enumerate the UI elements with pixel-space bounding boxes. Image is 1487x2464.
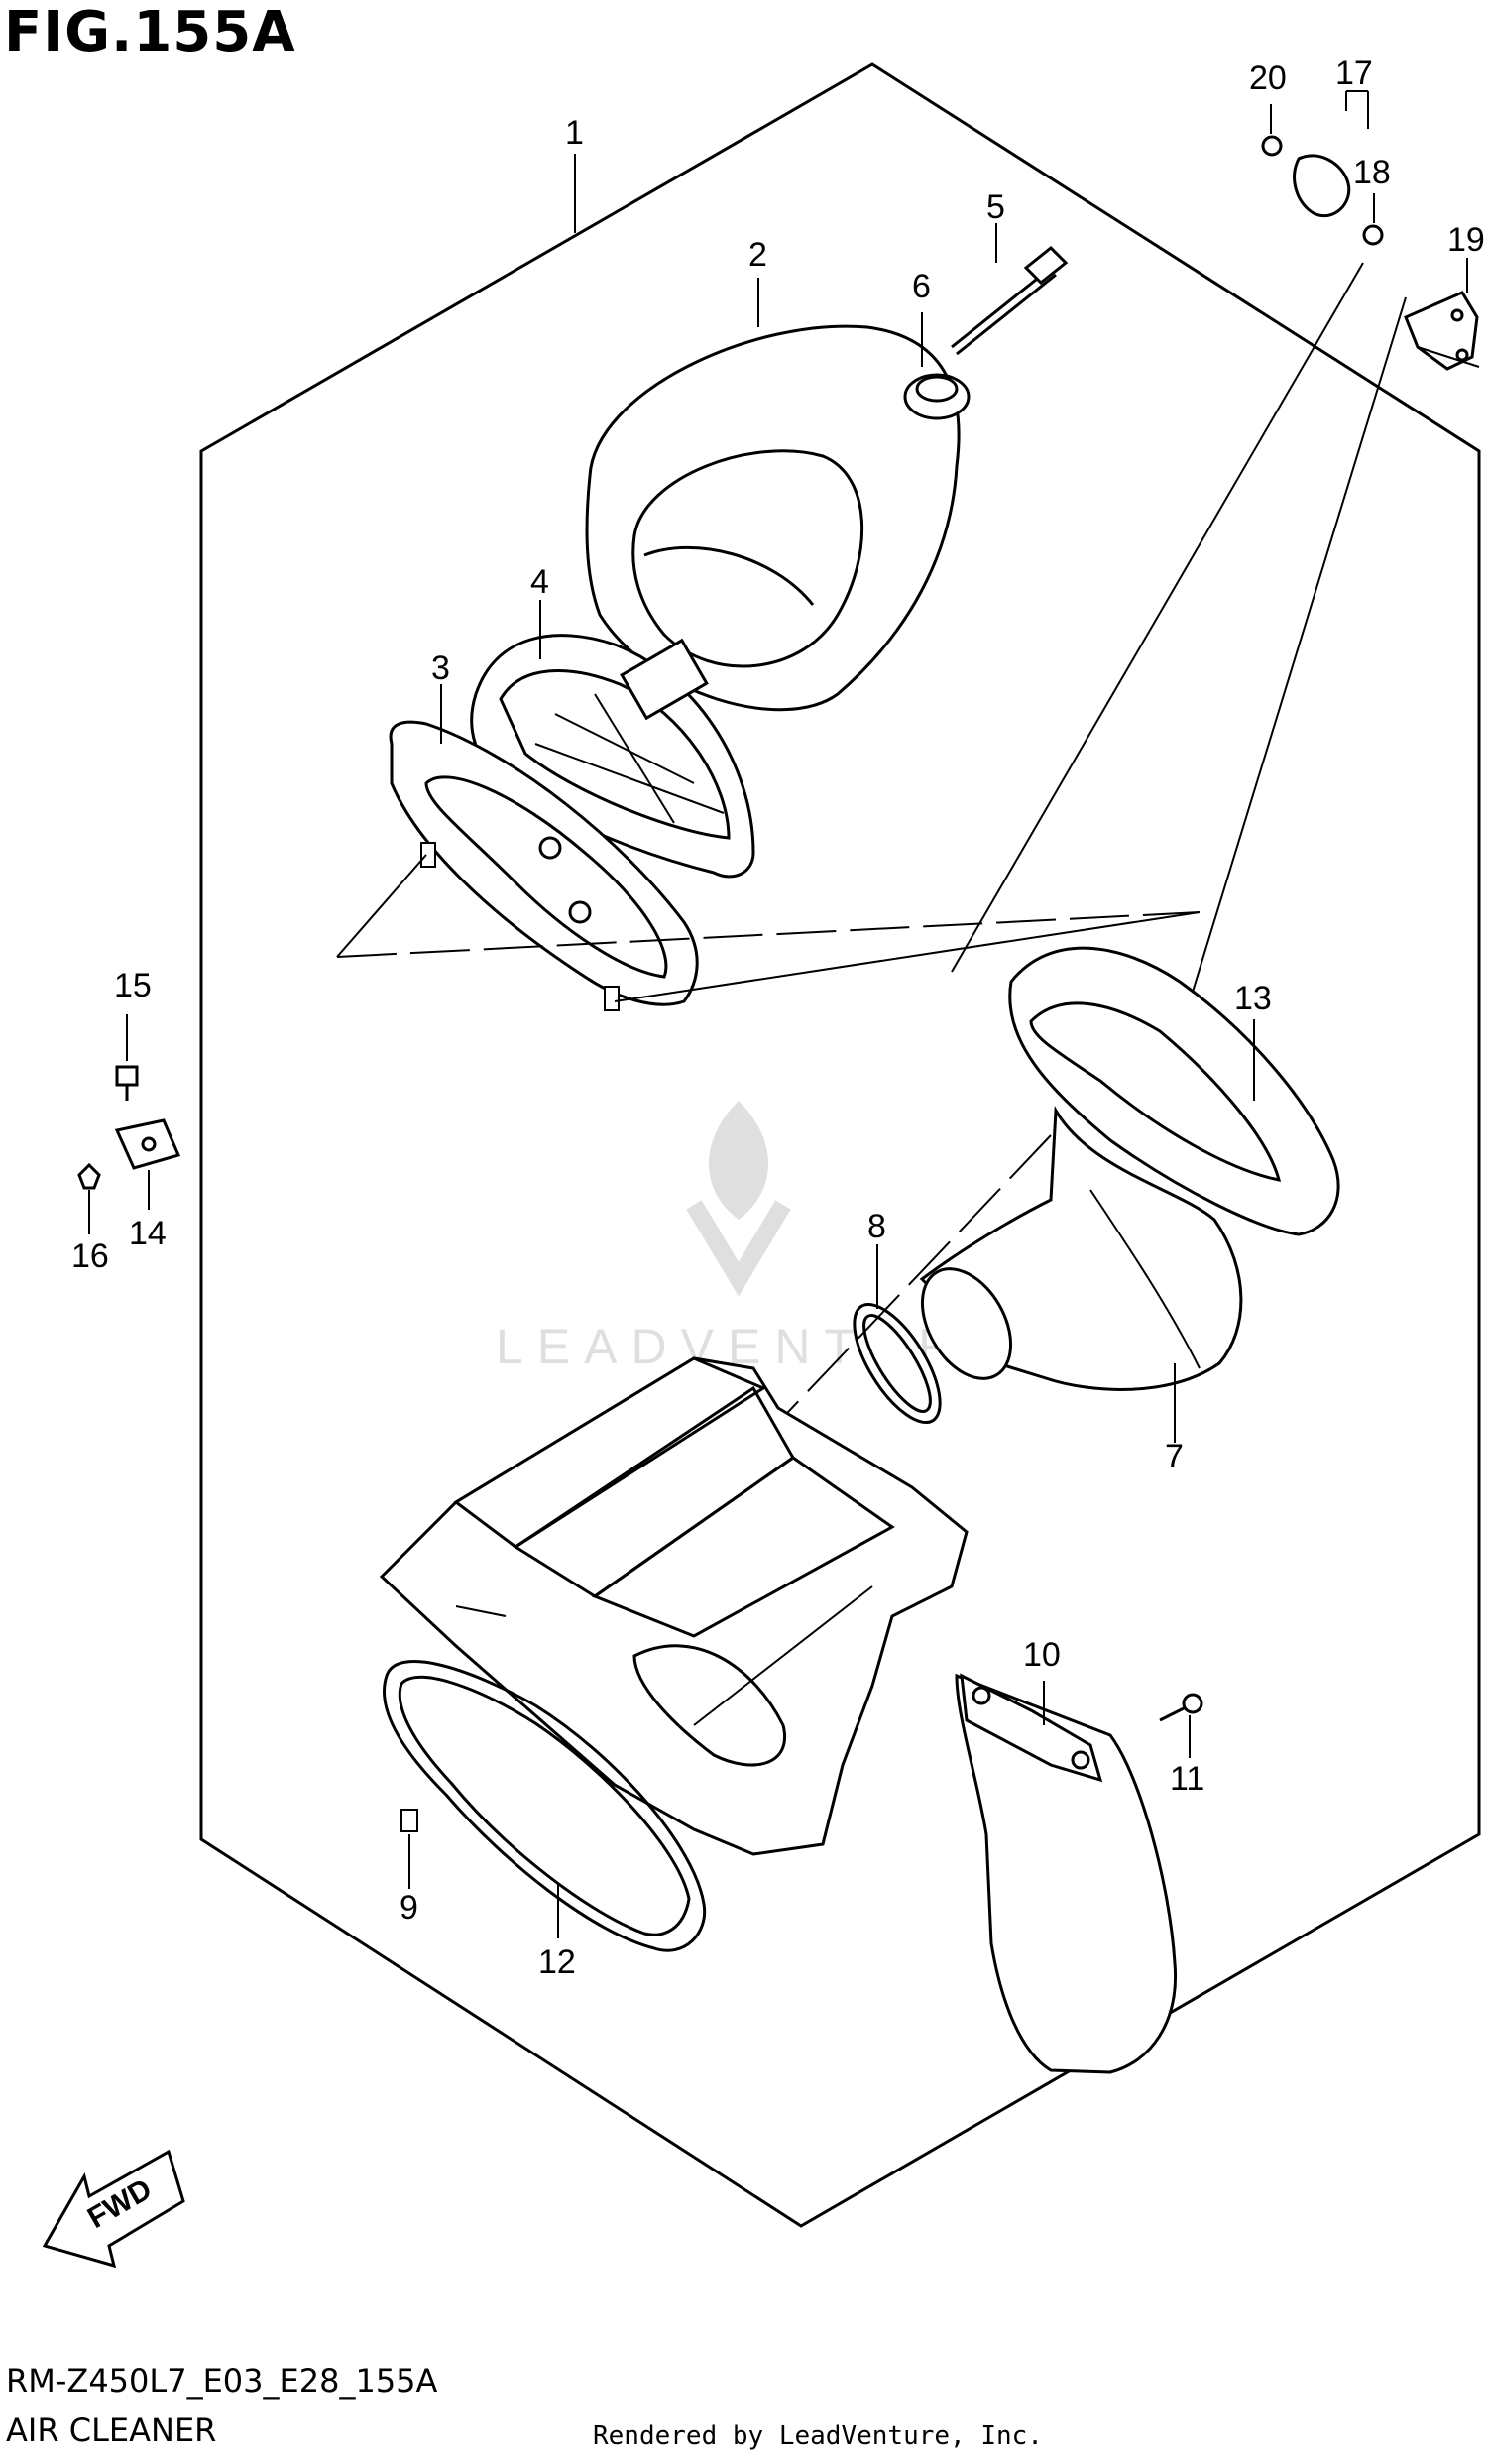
plate-leader-lines — [336, 854, 1201, 1002]
callout-19: 19 — [1447, 221, 1485, 259]
callout-8: 8 — [867, 1208, 886, 1245]
left-hardware — [77, 1065, 181, 1190]
figure-title: FIG.155A — [4, 0, 296, 64]
side-cover — [955, 1673, 1178, 2074]
section-name: AIR CLEANER — [6, 2411, 217, 2449]
wing-bolt — [951, 245, 1069, 356]
callout-6: 6 — [912, 268, 931, 305]
callout-3: 3 — [431, 649, 450, 687]
plate-screws — [420, 842, 620, 1011]
callout-17: 17 — [1335, 55, 1373, 92]
filter-holder-plate — [389, 720, 699, 1006]
callout-10: 10 — [1023, 1636, 1061, 1674]
assembly-outline — [199, 62, 1481, 2228]
fwd-arrow: FWD — [42, 2149, 185, 2269]
callout-14: 14 — [129, 1215, 167, 1252]
callout-numbers: 1 2 3 4 5 6 7 8 9 10 11 12 13 14 15 16 1… — [71, 55, 1485, 1981]
callout-11: 11 — [1170, 1760, 1204, 1798]
top-leader-lines — [951, 262, 1480, 1002]
callout-4: 4 — [530, 563, 549, 601]
nut-9 — [400, 1809, 418, 1832]
outlet-boot-flange — [1008, 946, 1340, 1236]
hose-clamp — [853, 1302, 942, 1425]
screw-11 — [1159, 1693, 1203, 1722]
callout-7: 7 — [1165, 1438, 1184, 1475]
model-code: RM-Z450L7_E03_E28_155A — [6, 2362, 438, 2400]
callout-13: 13 — [1234, 980, 1272, 1017]
case-gasket — [383, 1660, 707, 1952]
callout-9: 9 — [400, 1889, 418, 1927]
callout-15: 15 — [114, 967, 152, 1004]
callout-18: 18 — [1353, 154, 1391, 191]
air-filter-element — [585, 324, 961, 712]
callout-leaders — [88, 90, 1468, 1938]
callout-1: 1 — [565, 114, 584, 152]
clip-assembly — [1261, 135, 1384, 246]
air-cleaner-case — [379, 1356, 969, 1856]
callout-2: 2 — [748, 236, 767, 274]
grommet — [903, 373, 971, 420]
intake-boot — [919, 1105, 1243, 1391]
callout-5: 5 — [986, 188, 1005, 226]
rendered-by-credit: Rendered by LeadVenture, Inc. — [593, 2421, 1043, 2451]
callout-20: 20 — [1249, 59, 1287, 97]
small-plate — [1404, 291, 1479, 371]
filter-cage — [470, 634, 755, 879]
callout-16: 16 — [71, 1237, 109, 1275]
callout-12: 12 — [538, 1943, 576, 1981]
